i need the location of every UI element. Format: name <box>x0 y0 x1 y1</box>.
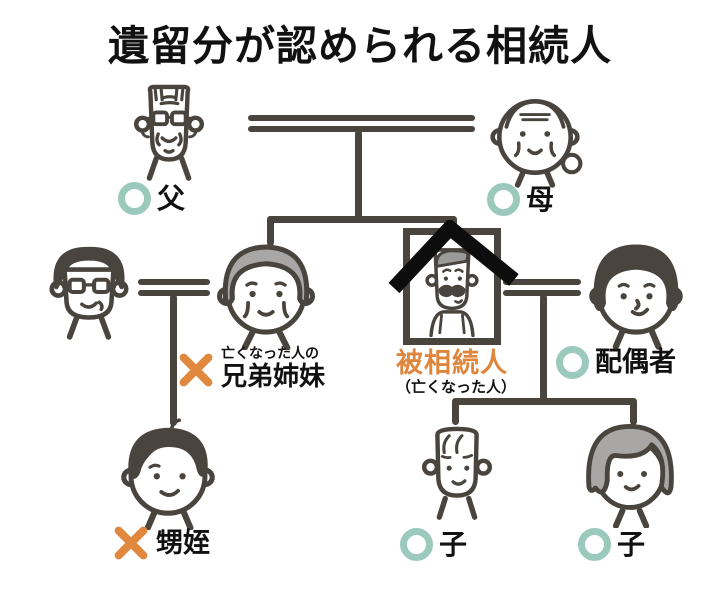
child-right-label: 子 <box>617 528 646 560</box>
father-label-row: 父 <box>118 182 185 215</box>
child-left-label-row: 子 <box>400 528 467 561</box>
nephew-label: 甥姪 <box>156 527 210 558</box>
sibling-spouse-icon <box>38 236 140 348</box>
father-label: 父 <box>157 182 186 214</box>
x-icon <box>114 526 148 560</box>
sibling-drop-line <box>267 216 274 246</box>
child-left-icon <box>408 422 506 528</box>
deceased-marriage-bar-bottom <box>503 290 581 296</box>
spouse-label: 配偶者 <box>595 347 676 377</box>
nephew-icon <box>112 418 224 530</box>
sibling-label-row: 亡くなった人の 兄弟姉妹 <box>177 345 325 389</box>
circle-icon <box>578 528 611 561</box>
sibling-icon <box>210 238 322 350</box>
siblings-horizontal-line <box>267 216 457 223</box>
child-right-icon <box>576 420 684 528</box>
memorial-frame <box>403 228 501 345</box>
page-title: 遺留分が認められる相続人 <box>108 23 612 69</box>
circle-icon <box>487 183 520 216</box>
circle-icon <box>118 182 151 215</box>
deceased-sublabel: （亡くなった人） <box>396 379 517 396</box>
spouse-icon <box>580 238 692 350</box>
child-left-label: 子 <box>439 528 468 560</box>
mother-label-row: 母 <box>487 183 554 216</box>
x-icon <box>179 353 213 387</box>
deceased-marriage-bar-top <box>503 279 581 285</box>
sibling-label: 兄弟姉妹 <box>221 361 326 392</box>
spouse-label-row: 配偶者 <box>556 346 676 379</box>
parents-marriage-bar-bottom <box>248 126 475 132</box>
parents-marriage-bar-top <box>248 115 475 121</box>
circle-icon <box>556 346 589 379</box>
sibling-marriage-bar-bottom <box>138 290 210 296</box>
sibling-sublabel: 亡くなった人の <box>221 345 319 361</box>
father-icon <box>120 82 218 184</box>
children-horizontal-line <box>452 398 637 405</box>
deceased-label-block: 被相続人 （亡くなった人） <box>396 348 517 396</box>
child-left-drop-line <box>452 398 459 425</box>
mother-icon <box>484 86 586 188</box>
parents-descent-line <box>355 130 362 222</box>
nephew-label-row: 甥姪 <box>112 524 210 562</box>
nephew-descent-line <box>170 294 177 426</box>
mother-label: 母 <box>526 183 555 215</box>
circle-icon <box>400 528 433 561</box>
child-right-drop-line <box>630 398 637 425</box>
children-descent-line <box>540 294 547 404</box>
deceased-label: 被相続人 <box>396 348 508 378</box>
sibling-marriage-bar-top <box>138 279 210 285</box>
child-right-label-row: 子 <box>578 528 645 561</box>
deceased-icon <box>425 248 479 338</box>
